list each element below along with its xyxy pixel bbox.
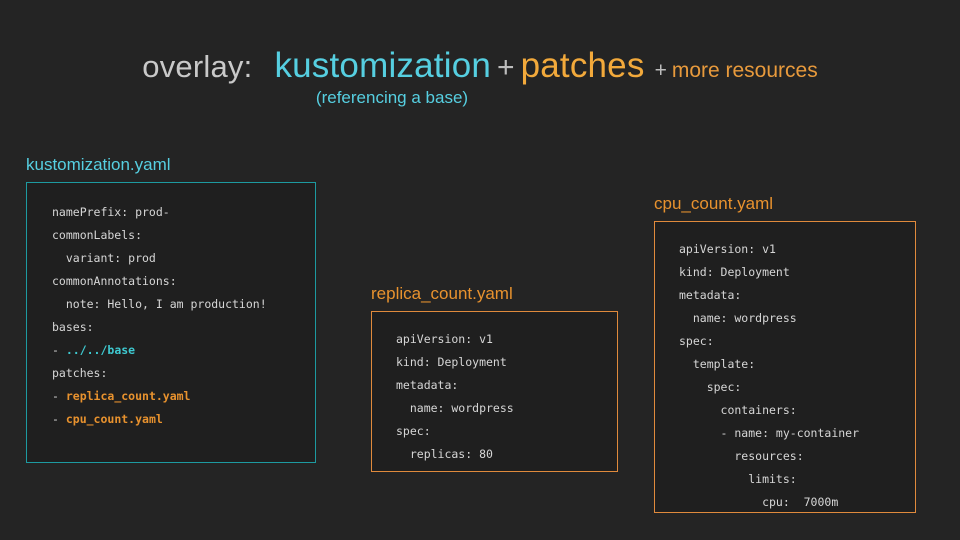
code-token: patches: [52, 366, 108, 380]
code-token: containers: [679, 403, 797, 417]
code-line: - cpu_count.yaml [52, 408, 315, 431]
code-line: variant: prod [52, 247, 315, 270]
code-token: - name: my-container [679, 426, 860, 440]
code-token: spec: [679, 380, 742, 394]
code-token: replica_count.yaml [65, 389, 191, 403]
code-line: spec: [396, 420, 617, 443]
code-line: limits: [679, 468, 915, 491]
code-line: spec: [679, 376, 915, 399]
code-token: commonLabels: [52, 228, 143, 242]
title-term-kustomization: kustomization [274, 46, 492, 85]
slide-title: overlay:kustomization+patches+more resou… [0, 48, 960, 83]
code-token: resources: [679, 449, 804, 463]
title-overlay-label: overlay: [142, 49, 253, 84]
code-token: - [52, 389, 66, 403]
title-term-patches: patches [520, 46, 645, 85]
code-line: note: Hello, I am production! [52, 293, 315, 316]
title-term-more-resources: more resources [671, 59, 818, 82]
code-token: kind: Deployment [396, 355, 507, 369]
card-label-kustomization-yaml: kustomization.yaml [26, 155, 171, 174]
code-token: kind: Deployment [679, 265, 790, 279]
code-line: replicas: 80 [396, 443, 617, 466]
code-token: note: Hello, I am production! [52, 297, 267, 311]
code-token: variant: prod [52, 251, 156, 265]
code-token: cpu: 7000m [679, 495, 839, 509]
code-token: limits: [679, 472, 797, 486]
slide-subtitle: (referencing a base) [315, 88, 469, 107]
code-token: replicas: 80 [396, 447, 493, 461]
code-line: name: wordpress [396, 397, 617, 420]
code-token: apiVersion: v1 [679, 242, 776, 256]
code-line: - name: my-container [679, 422, 915, 445]
code-line: name: wordpress [679, 307, 915, 330]
title-plus-1: + [497, 51, 515, 84]
code-line: patches: [52, 362, 315, 385]
card-label-replica-count-yaml: replica_count.yaml [371, 284, 513, 303]
code-line: metadata: [396, 374, 617, 397]
card-kustomization-yaml: kustomization.yaml namePrefix: prod-comm… [26, 156, 316, 463]
code-token: ../../base [65, 343, 136, 357]
code-box-kustomization-yaml: namePrefix: prod-commonLabels: variant: … [26, 182, 316, 463]
code-token: name: wordpress [679, 311, 797, 325]
code-token: spec: [396, 424, 431, 438]
code-line: commonLabels: [52, 224, 315, 247]
code-line: - ../../base [52, 339, 315, 362]
code-token: namePrefix: prod- [52, 205, 170, 219]
code-token: cpu_count.yaml [65, 412, 163, 426]
code-content-kustomization-yaml: namePrefix: prod-commonLabels: variant: … [52, 201, 315, 431]
code-token: metadata: [396, 378, 459, 392]
code-token: commonAnnotations: [52, 274, 177, 288]
slide-subtitle-wrap: (referencing a base) [0, 88, 960, 108]
code-token: apiVersion: v1 [396, 332, 493, 346]
code-line: containers: [679, 399, 915, 422]
code-line: apiVersion: v1 [679, 238, 915, 261]
card-cpu-count-yaml: cpu_count.yaml apiVersion: v1 kind: Deplo… [654, 195, 916, 513]
card-label-cpu-count-yaml: cpu_count.yaml [654, 194, 774, 213]
card-replica-count-yaml: replica_count.yaml apiVersion: v1 kind: D… [371, 285, 618, 472]
code-line: - replica_count.yaml [52, 385, 315, 408]
code-line: bases: [52, 316, 315, 339]
code-line: kind: Deployment [679, 261, 915, 284]
code-line: kind: Deployment [396, 351, 617, 374]
code-token: spec: [679, 334, 714, 348]
code-token: template: [679, 357, 756, 371]
code-token: - [52, 343, 66, 357]
code-line: resources: [679, 445, 915, 468]
code-line: commonAnnotations: [52, 270, 315, 293]
code-token: bases: [52, 320, 94, 334]
code-line: spec: [679, 330, 915, 353]
code-token: metadata: [679, 288, 742, 302]
code-line: template: [679, 353, 915, 376]
code-token: - [52, 412, 66, 426]
code-line: metadata: [679, 284, 915, 307]
code-token: name: wordpress [396, 401, 514, 415]
code-line: namePrefix: prod- [52, 201, 315, 224]
code-line: cpu: 7000m [679, 491, 915, 514]
title-plus-2: + [654, 59, 667, 82]
code-line: apiVersion: v1 [396, 328, 617, 351]
title-line: overlay:kustomization+patches+more resou… [0, 48, 960, 83]
